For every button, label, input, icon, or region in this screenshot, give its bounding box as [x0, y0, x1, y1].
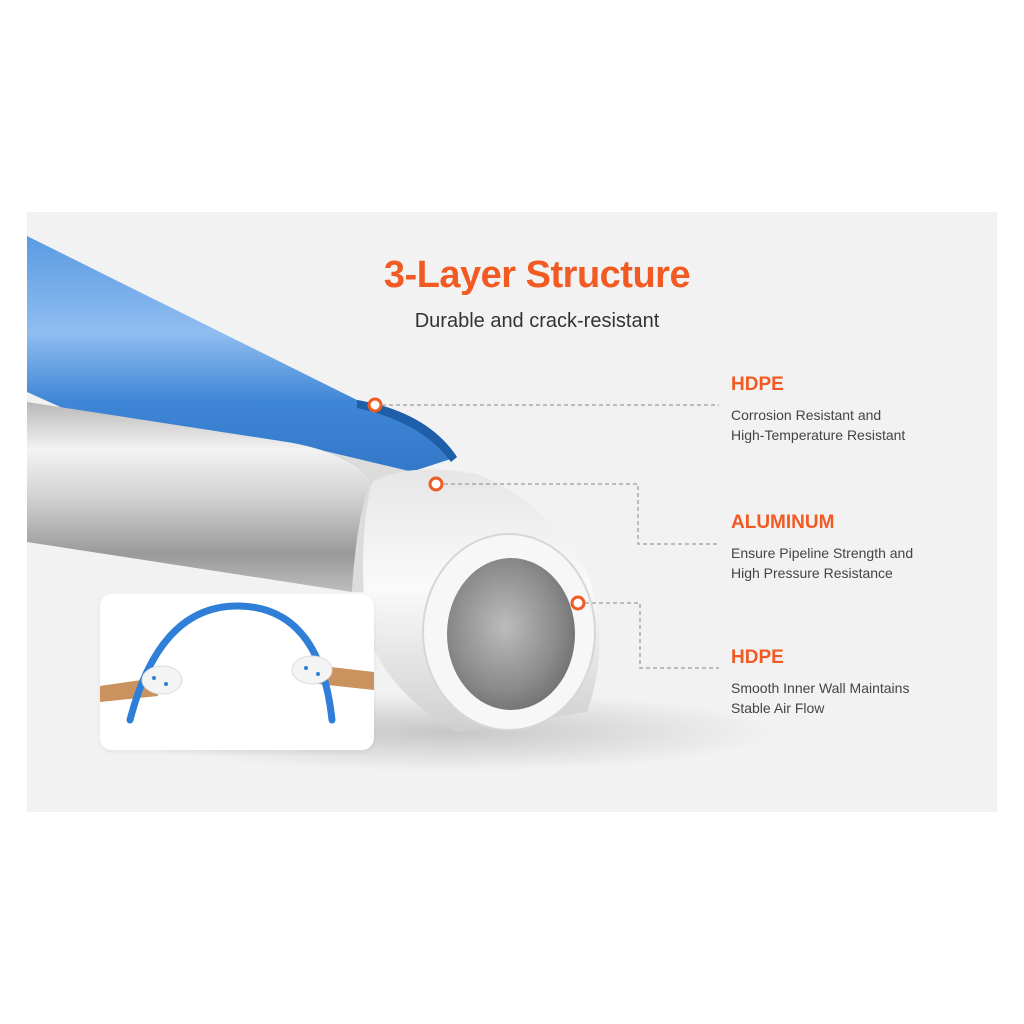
layer-description: Corrosion Resistant and High-Temperature… [731, 405, 981, 445]
layer-name: HDPE [731, 647, 784, 668]
glove-dot [316, 672, 320, 676]
layer-callout-aluminum: ALUMINUM Ensure Pipeline Strength and Hi… [731, 512, 981, 583]
layer-name: ALUMINUM [731, 512, 835, 533]
aluminum-layer [27, 402, 372, 592]
page-subtitle: Durable and crack-resistant [414, 310, 660, 332]
tube-inner-hole [447, 558, 575, 710]
bent-pipe-illustration [100, 602, 374, 724]
layer-description-line: High-Temperature Resistant [731, 427, 906, 443]
layer-description-line: Corrosion Resistant and [731, 407, 882, 423]
left-glove [141, 665, 183, 695]
glove-dot [164, 682, 168, 686]
marker-aluminum [428, 476, 444, 492]
flexibility-demo-photo [100, 594, 374, 750]
layer-description-line: Smooth Inner Wall Maintains [731, 680, 910, 696]
glove-dot [152, 676, 156, 680]
outer-hdpe-edge [357, 400, 457, 462]
layer-description-line: Ensure Pipeline Strength and [731, 545, 914, 561]
marker-outer-hdpe [367, 397, 383, 413]
callout-lines [375, 404, 719, 669]
glove-dot [304, 666, 308, 670]
layer-callout-outer-hdpe: HDPE Corrosion Resistant and High-Temper… [731, 374, 981, 445]
page-title: 3-Layer Structure [383, 254, 691, 296]
right-glove [291, 655, 333, 685]
layer-description-line: Stable Air Flow [731, 700, 825, 716]
layer-description: Ensure Pipeline Strength and High Pressu… [731, 543, 981, 583]
layer-description-line: High Pressure Resistance [731, 565, 893, 581]
product-panel: 3-Layer Structure Durable and crack-resi… [27, 212, 997, 812]
layer-description: Smooth Inner Wall Maintains Stable Air F… [731, 678, 981, 718]
pipe-cross-section-illustration [27, 236, 777, 772]
layer-name: HDPE [731, 374, 784, 395]
marker-inner-hdpe [570, 595, 586, 611]
layer-callout-inner-hdpe: HDPE Smooth Inner Wall Maintains Stable … [731, 647, 981, 718]
outer-hdpe-layer [27, 236, 457, 512]
